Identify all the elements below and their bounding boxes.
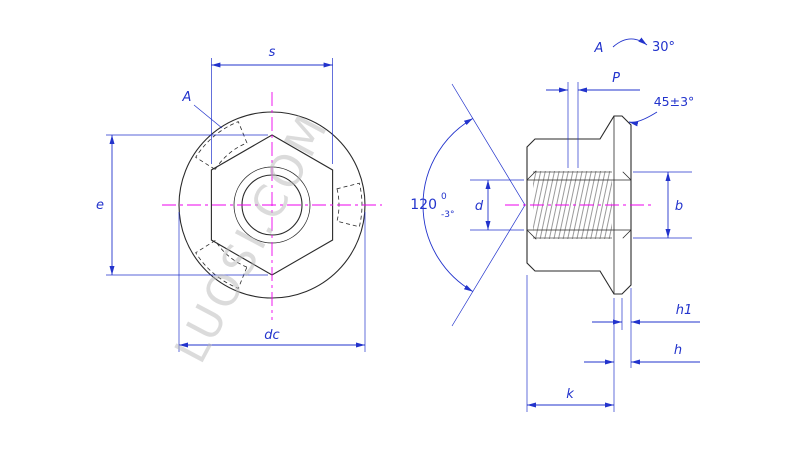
detail-a-callout-front: A [182, 90, 223, 129]
dim-s-label: s [269, 45, 276, 60]
detail-patch-right [336, 182, 363, 228]
front-view: s e dc A 120 0 -3° [96, 45, 526, 352]
dimension-s: s [211, 45, 333, 164]
bore-chamfer-left-bottom [526, 229, 537, 240]
dim-h1-label: h1 [676, 303, 693, 318]
bore-chamfer-right-top [622, 171, 632, 181]
bore-chamfer-left-top [526, 170, 537, 181]
detail-a-label-front: A [182, 90, 192, 105]
watermark-text: LUOSI.COM [165, 105, 339, 371]
detail-patch-lower-left [195, 239, 248, 289]
bore-chamfer-right-bottom [622, 229, 632, 239]
dimension-e: e [96, 134, 268, 276]
detail-patch-upper-left [195, 121, 248, 171]
cone-angle-upper-tol: 0 [441, 192, 447, 202]
cone-angle-lower-tol: -3° [441, 210, 454, 220]
chamfer-angle-callout: 45±3° [628, 94, 695, 127]
dimension-d: d [470, 179, 524, 231]
detail-a-label-side: A [594, 41, 604, 56]
cone-angle-value: 120 [410, 197, 437, 213]
dim-dc-label: dc [264, 328, 279, 343]
nut-profile [526, 115, 632, 295]
detail-angle-label: 30° [652, 40, 675, 55]
dim-h-label: h [674, 343, 682, 358]
chamfer-angle-label: 45±3° [654, 94, 695, 109]
dimension-k: k [526, 275, 614, 412]
dim-k-label: k [566, 387, 574, 402]
dim-p-label: P [612, 71, 620, 86]
dim-e-label: e [96, 198, 104, 213]
dim-d-label: d [475, 199, 484, 214]
dimension-h1: h1 [592, 288, 700, 368]
side-view: P 45±3° d b h1 [470, 37, 700, 412]
dim-b-label: b [675, 199, 683, 214]
dimension-b: b [633, 171, 692, 239]
detail-a-callout-side: A 30° [594, 37, 675, 56]
dimension-h: h [584, 298, 700, 412]
dimension-dc: dc [178, 212, 366, 352]
dimension-p: P [546, 71, 640, 168]
